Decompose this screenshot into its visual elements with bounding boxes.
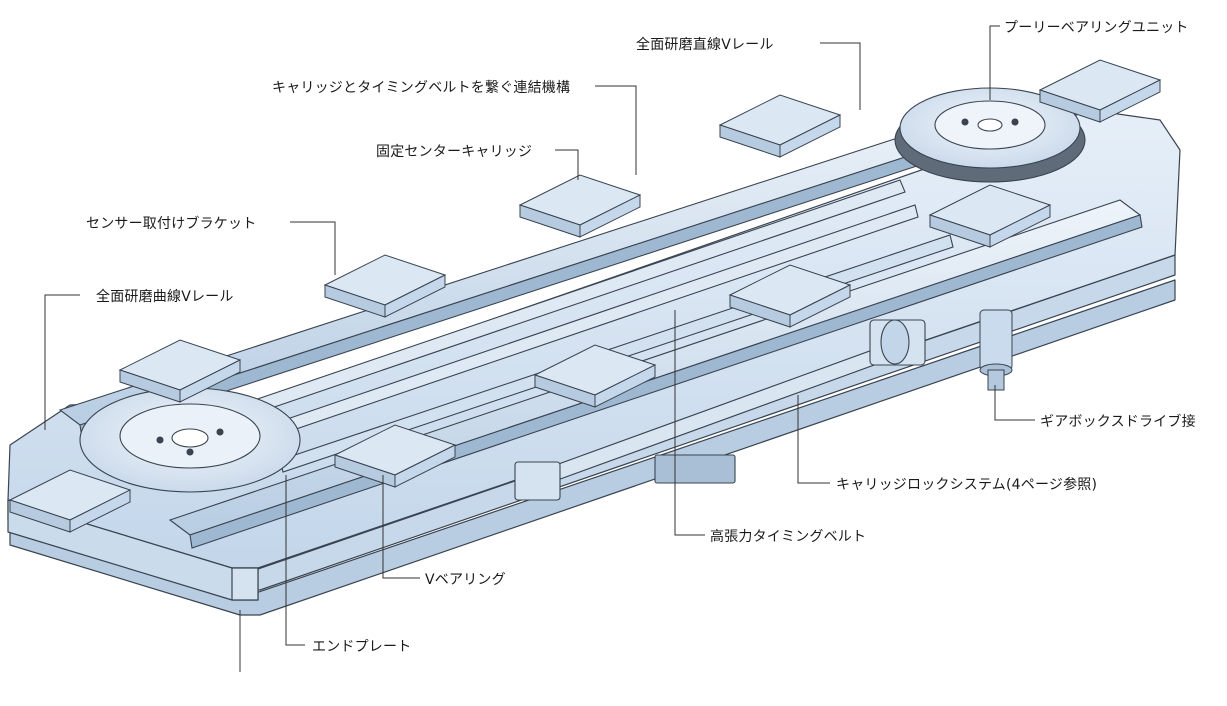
carriages [8,59,1162,533]
label-curved-rail: 全面研磨曲線Vレール [96,289,234,305]
label-pulley-unit: プーリーベアリングユニット [1004,20,1189,36]
gearbox-shaft [979,309,1013,391]
label-timing-belt: 高張力タイミングベルト [710,529,867,545]
label-sensor-bracket: センサー取付けブラケット [86,216,257,232]
label-v-bearing: Vベアリング [425,572,506,588]
right-pulley-gear [894,87,1086,183]
leader-lines [44,25,1035,672]
label-link-mechanism: キャリッジとタイミングベルトを繋ぐ連結機構 [272,80,571,96]
left-pulley-disc [79,387,301,493]
label-straight-rail: 全面研磨直線Vレール [636,37,774,53]
label-gearbox: ギアボックスドライブ接 [1040,414,1196,430]
label-fixed-carriage: 固定センターキャリッジ [376,144,533,160]
label-end-plate: エンドプレート [312,639,412,655]
label-lock-system: キャリッジロックシステム(4ページ参照) [836,477,1098,493]
